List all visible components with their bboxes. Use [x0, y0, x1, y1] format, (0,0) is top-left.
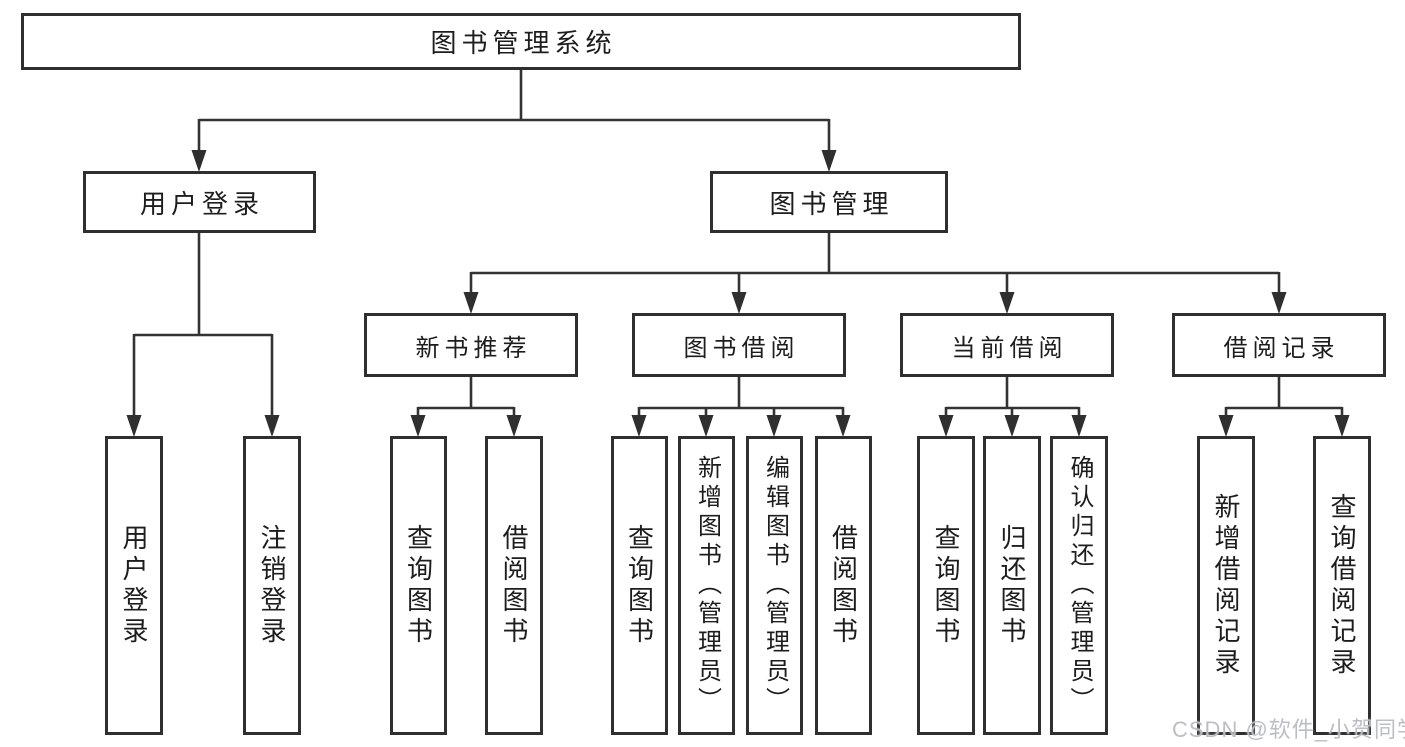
node-return-book: 归还图书: [983, 436, 1041, 735]
node-return-book-label: 归还图书: [997, 523, 1027, 648]
node-root: 图书管理系统: [21, 13, 1021, 70]
arrowhead-query-books-2: [631, 415, 647, 437]
node-query-books-3-label: 查询图书: [931, 523, 961, 648]
node-borrow-books-1: 借阅图书: [485, 436, 543, 735]
node-root-label: 图书管理系统: [430, 28, 617, 58]
node-query-books-1: 查询图书: [390, 436, 447, 735]
node-logout-leaf-label: 注销登录: [257, 523, 287, 648]
connector-current-borrow-children: [938, 377, 1087, 437]
arrowhead-borrow-books-1: [506, 415, 522, 437]
node-query-books-2-label: 查询图书: [624, 523, 655, 648]
connector-root-to-level2: [191, 70, 837, 172]
connector-user-login-children: [126, 233, 280, 437]
arrowhead-new-book: [463, 292, 479, 314]
node-user-login-leaf: 用户登录: [105, 436, 163, 735]
node-edit-book-admin-label: 编辑图书（管理员）: [761, 455, 789, 716]
arrowhead-borrow-records: [1271, 292, 1287, 314]
node-current-borrow-label: 当前借阅: [951, 334, 1068, 362]
arrowhead-confirm-return: [1071, 415, 1087, 437]
node-borrow-books-1-label: 借阅图书: [499, 523, 529, 648]
node-borrow-records-label: 借阅记录: [1223, 334, 1340, 362]
connector-borrow-records-children: [1218, 377, 1350, 437]
node-confirm-return-admin: 确认归还（管理员）: [1050, 436, 1108, 735]
node-borrow-books-2: 借阅图书: [815, 436, 872, 735]
arrowhead-logout-leaf: [264, 415, 280, 437]
arrowhead-edit-book: [766, 415, 782, 437]
node-book-management-label: 图书管理: [769, 188, 894, 219]
node-query-books-2: 查询图书: [611, 436, 668, 735]
node-confirm-return-admin-label: 确认归还（管理员）: [1066, 455, 1093, 716]
node-borrow-books-2-label: 借阅图书: [828, 523, 859, 648]
arrowhead-query-record: [1334, 415, 1350, 437]
arrowhead-query-books-1: [410, 415, 426, 437]
node-new-book-recommend-label: 新书推荐: [415, 334, 532, 362]
arrowhead-login-leaf: [126, 415, 142, 437]
node-query-books-1-label: 查询图书: [403, 523, 434, 648]
arrowhead-book-management: [821, 150, 837, 172]
node-new-book-recommend: 新书推荐: [364, 313, 578, 377]
node-borrow-records: 借阅记录: [1172, 313, 1386, 377]
node-edit-book-admin: 编辑图书（管理员）: [746, 436, 803, 735]
connector-book-management-children: [463, 233, 1287, 314]
arrowhead-add-book: [698, 415, 714, 437]
connector-new-book-children: [410, 377, 522, 437]
node-query-borrow-record: 查询借阅记录: [1313, 436, 1371, 735]
node-user-login-label: 用户登录: [139, 188, 264, 219]
node-query-books-3: 查询图书: [917, 436, 975, 735]
node-book-management: 图书管理: [710, 171, 948, 233]
node-add-book-admin-label: 新增图书（管理员）: [693, 455, 721, 716]
arrowhead-user-login: [191, 150, 207, 172]
connector-book-borrow-children: [631, 377, 851, 437]
node-book-borrow-label: 图书借阅: [683, 334, 800, 362]
arrowhead-add-record: [1218, 415, 1234, 437]
arrowhead-borrow-books-2: [835, 415, 851, 437]
arrowhead-query-books-3: [938, 415, 954, 437]
node-add-borrow-record: 新增借阅记录: [1197, 436, 1255, 735]
watermark: CSDN @软件_小贺同学: [1172, 717, 1405, 742]
node-user-login-leaf-label: 用户登录: [119, 523, 149, 648]
node-add-book-admin: 新增图书（管理员）: [678, 436, 735, 735]
node-query-borrow-record-label: 查询借阅记录: [1327, 492, 1357, 679]
node-current-borrow: 当前借阅: [900, 313, 1114, 377]
arrowhead-book-borrow: [731, 292, 747, 314]
node-logout-leaf: 注销登录: [243, 436, 301, 735]
arrowhead-return-book: [1004, 415, 1020, 437]
arrowhead-current-borrow: [999, 292, 1015, 314]
node-book-borrow: 图书借阅: [632, 313, 846, 377]
node-user-login: 用户登录: [83, 171, 316, 233]
node-add-borrow-record-label: 新增借阅记录: [1211, 492, 1241, 679]
